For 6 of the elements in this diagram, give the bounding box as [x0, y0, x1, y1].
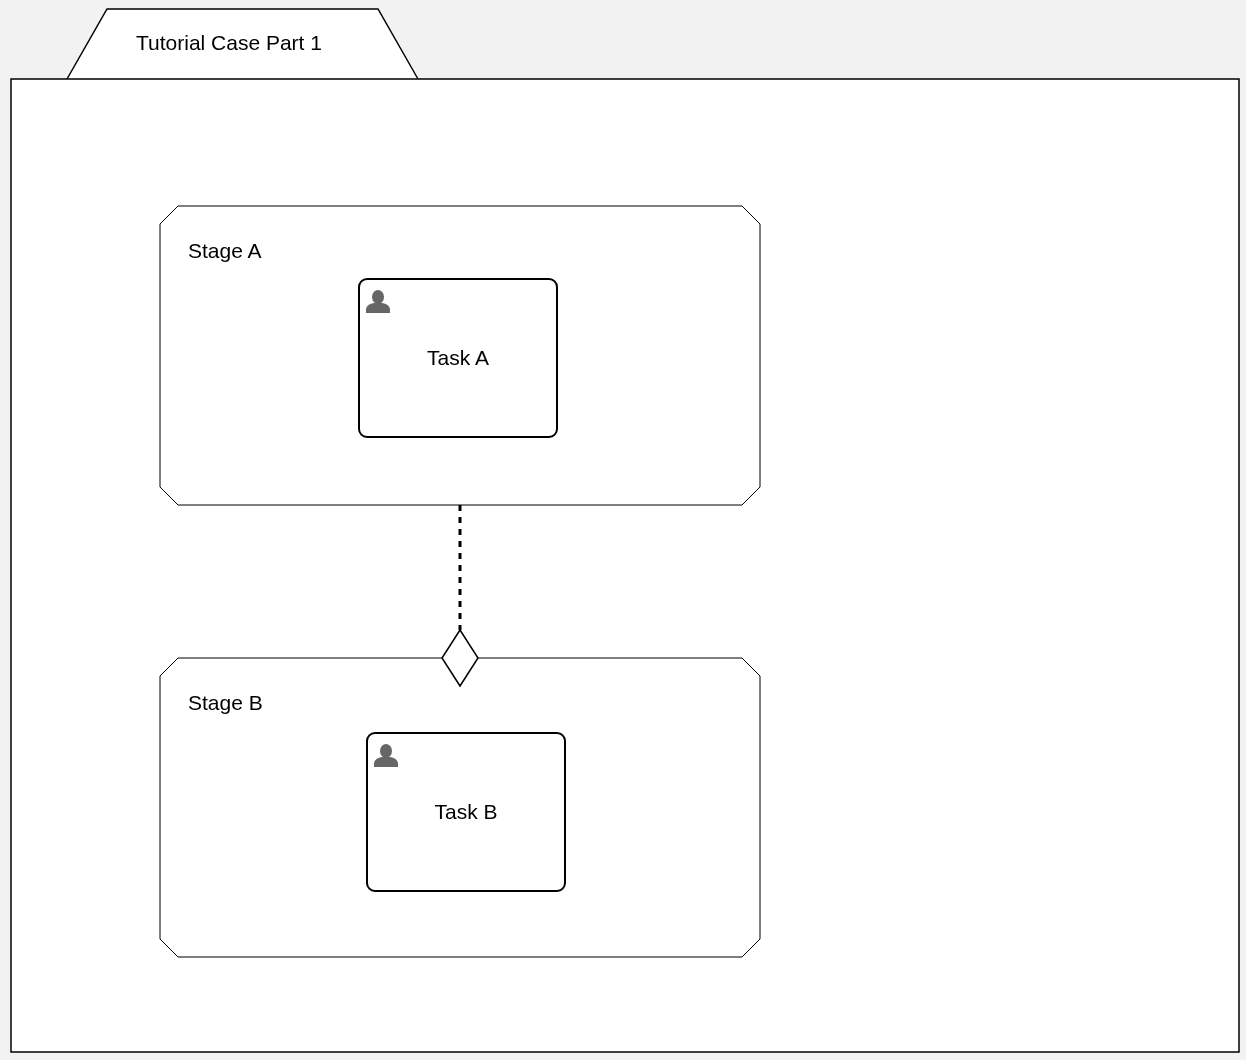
stage-label: Stage A — [188, 239, 262, 263]
stage-label: Stage B — [188, 691, 263, 715]
dotted-connector — [458, 505, 462, 630]
task-label: Task A — [427, 346, 489, 370]
case-title: Tutorial Case Part 1 — [136, 31, 322, 55]
task-label: Task B — [434, 800, 498, 824]
